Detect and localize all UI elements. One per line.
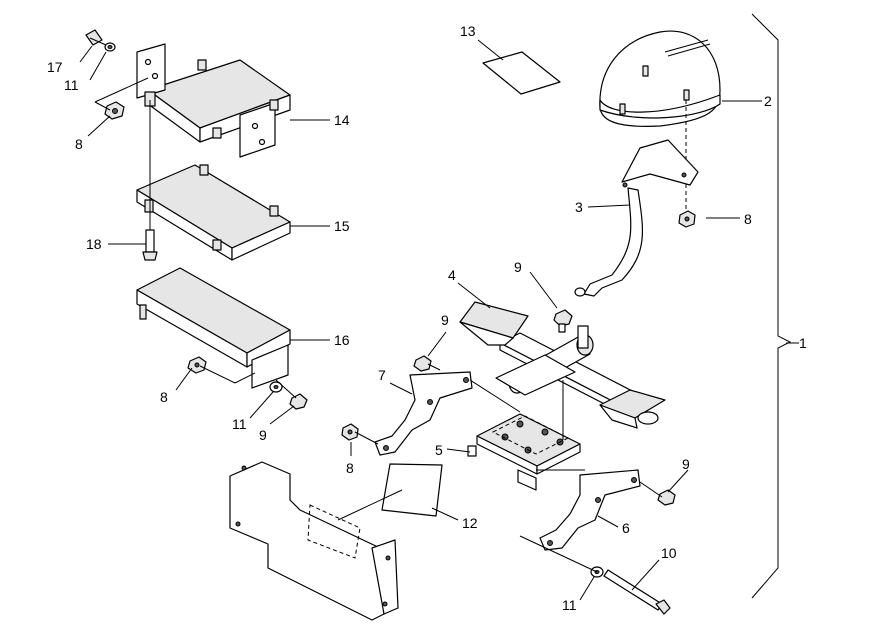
- callout-17: 17: [47, 59, 63, 75]
- callout-1: 1: [799, 335, 807, 351]
- callout-11-lower-left: 11: [232, 416, 247, 432]
- part-9-bolt-center: [553, 309, 573, 333]
- callout-8-right: 8: [744, 211, 752, 227]
- part-2-seat: [599, 30, 721, 127]
- callout-9-center: 9: [514, 259, 522, 275]
- part-7-bracket: [374, 371, 473, 456]
- part-8-nut-lower-left: [187, 356, 207, 374]
- callout-14: 14: [334, 112, 350, 128]
- part-17-bolt-upper: [85, 29, 116, 52]
- callout-15: 15: [334, 218, 350, 234]
- part-3-seat-arm: [574, 139, 699, 297]
- cover-panel: [229, 461, 399, 621]
- callout-7: 7: [378, 367, 386, 383]
- callout-12: 12: [462, 515, 478, 531]
- callout-9-lower-left: 9: [259, 427, 267, 443]
- part-9-bolt-lower-left: [289, 393, 308, 410]
- callout-9-mid: 9: [441, 312, 449, 328]
- link-line-bracket7: [469, 379, 521, 413]
- part-9-bolt-mid: [413, 355, 441, 372]
- part-13-decal: [482, 51, 561, 95]
- callout-13: 13: [460, 23, 476, 39]
- link-line-bolt9: [639, 481, 663, 498]
- part-15-plate: [136, 164, 291, 261]
- base-plate-dashed-outline: [491, 415, 570, 455]
- callout-16: 16: [334, 332, 350, 348]
- callout-4: 4: [448, 267, 456, 283]
- part-frame-assembly: [459, 301, 666, 429]
- callout-9-right: 9: [682, 456, 690, 472]
- assembly-brace: [751, 13, 792, 599]
- callout-11-bottom: 11: [562, 597, 577, 613]
- part-11-washer-lower-left: [269, 381, 283, 393]
- callout-11-upper: 11: [64, 77, 79, 93]
- callout-8-mid: 8: [346, 460, 354, 476]
- part-6-bracket: [539, 469, 641, 551]
- part-10-long-bolt: [603, 569, 671, 615]
- callout-5: 5: [435, 442, 443, 458]
- callout-8-lower-left: 8: [160, 389, 168, 405]
- part-16-block: [136, 267, 291, 389]
- part-8-nut-upper: [104, 101, 125, 120]
- link-line-nut8: [354, 431, 379, 445]
- callout-2: 2: [764, 93, 772, 109]
- part-14-tray: [136, 43, 291, 158]
- callout-18: 18: [86, 236, 102, 252]
- callout-3: 3: [575, 199, 583, 215]
- part-12-decal: [381, 463, 443, 517]
- callout-6: 6: [622, 520, 630, 536]
- part-8-nut-mid: [341, 423, 359, 441]
- callout-10: 10: [661, 545, 677, 561]
- callout-8-upper-left: 8: [75, 136, 83, 152]
- part-8-nut-right: [678, 210, 696, 228]
- link-line-washer: [519, 535, 598, 573]
- leader-lines: [79, 39, 799, 601]
- callout-labels: 1 2 3 4 5 6 7 8 8 8 8 9 9 9 9 10 11 11 1…: [47, 23, 807, 613]
- part-18-bolt: [142, 229, 158, 261]
- part-9-bolt-right: [657, 489, 676, 506]
